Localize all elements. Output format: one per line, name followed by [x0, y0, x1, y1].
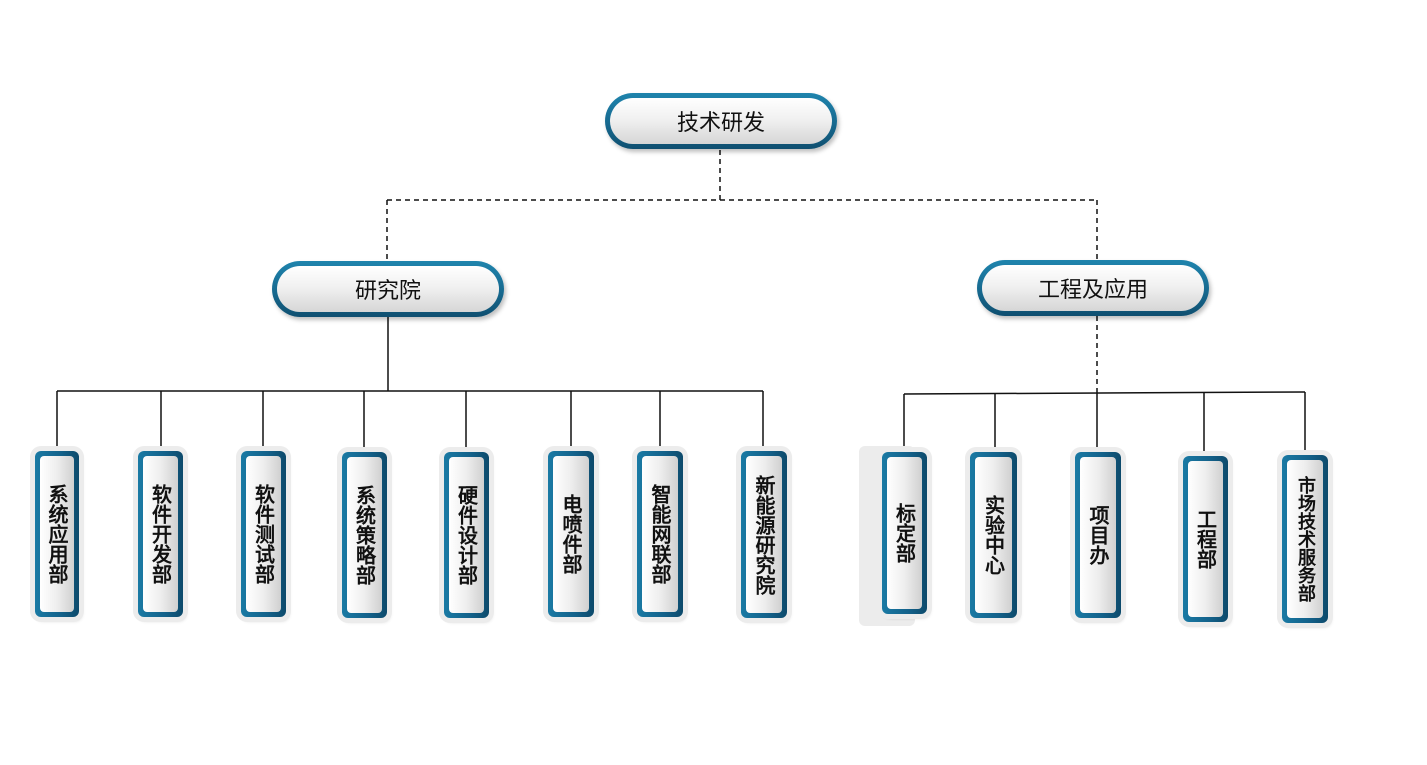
- branch-node-label: 研究院: [354, 279, 421, 304]
- root-connectors: [386, 150, 1098, 392]
- branch-1-connectors: [56, 316, 764, 452]
- leaf-node-hardware-design[interactable]: 硬件设计部: [444, 452, 489, 618]
- leaf-node-intelligent-connected[interactable]: 智能网联部: [637, 451, 683, 617]
- leaf-node-label: 实验中心: [981, 495, 1006, 575]
- leaf-node-label: 工程部: [1193, 509, 1218, 569]
- leaf-node-label: 标定部: [892, 503, 917, 563]
- leaf-node-new-energy[interactable]: 新能源研究院: [741, 451, 787, 618]
- leaf-node-market-tech-service[interactable]: 市场技术服务部: [1282, 455, 1328, 623]
- leaf-node-label: 硬件设计部: [454, 485, 479, 585]
- leaf-node-label: 市场技术服务部: [1295, 476, 1316, 602]
- leaf-node-calibration[interactable]: 标定部: [882, 452, 927, 614]
- branch-node-research-institute[interactable]: 研究院: [272, 261, 504, 317]
- branch-2-connectors: [903, 391, 1306, 458]
- leaf-node-system-strategy[interactable]: 系统策略部: [342, 452, 387, 618]
- leaf-node-label: 软件开发部: [148, 484, 173, 584]
- leaf-node-electronic-injection[interactable]: 电喷件部: [548, 451, 594, 617]
- leaf-node-label: 系统应用部: [45, 484, 69, 584]
- branch-node-label: 工程及应用: [1037, 278, 1148, 303]
- branch-node-engineering-application[interactable]: 工程及应用: [977, 260, 1209, 316]
- leaf-node-software-testing[interactable]: 软件测试部: [241, 451, 286, 617]
- leaf-node-label: 软件测试部: [251, 484, 276, 584]
- leaf-node-label: 电喷件部: [559, 494, 583, 574]
- leaf-node-label: 系统策略部: [352, 485, 377, 585]
- leaf-node-project-office[interactable]: 项目办: [1075, 452, 1121, 618]
- leaf-node-software-development[interactable]: 软件开发部: [138, 451, 183, 617]
- root-node[interactable]: 技术研发: [605, 93, 837, 149]
- leaf-node-engineering[interactable]: 工程部: [1183, 456, 1228, 622]
- leaf-node-label: 智能网联部: [648, 484, 672, 584]
- leaf-node-label: 新能源研究院: [752, 474, 776, 595]
- root-node-label: 技术研发: [676, 111, 765, 136]
- leaf-node-label: 项目办: [1086, 505, 1110, 565]
- leaf-node-experiment-center[interactable]: 实验中心: [970, 452, 1017, 618]
- leaf-node-system-application[interactable]: 系统应用部: [35, 451, 79, 617]
